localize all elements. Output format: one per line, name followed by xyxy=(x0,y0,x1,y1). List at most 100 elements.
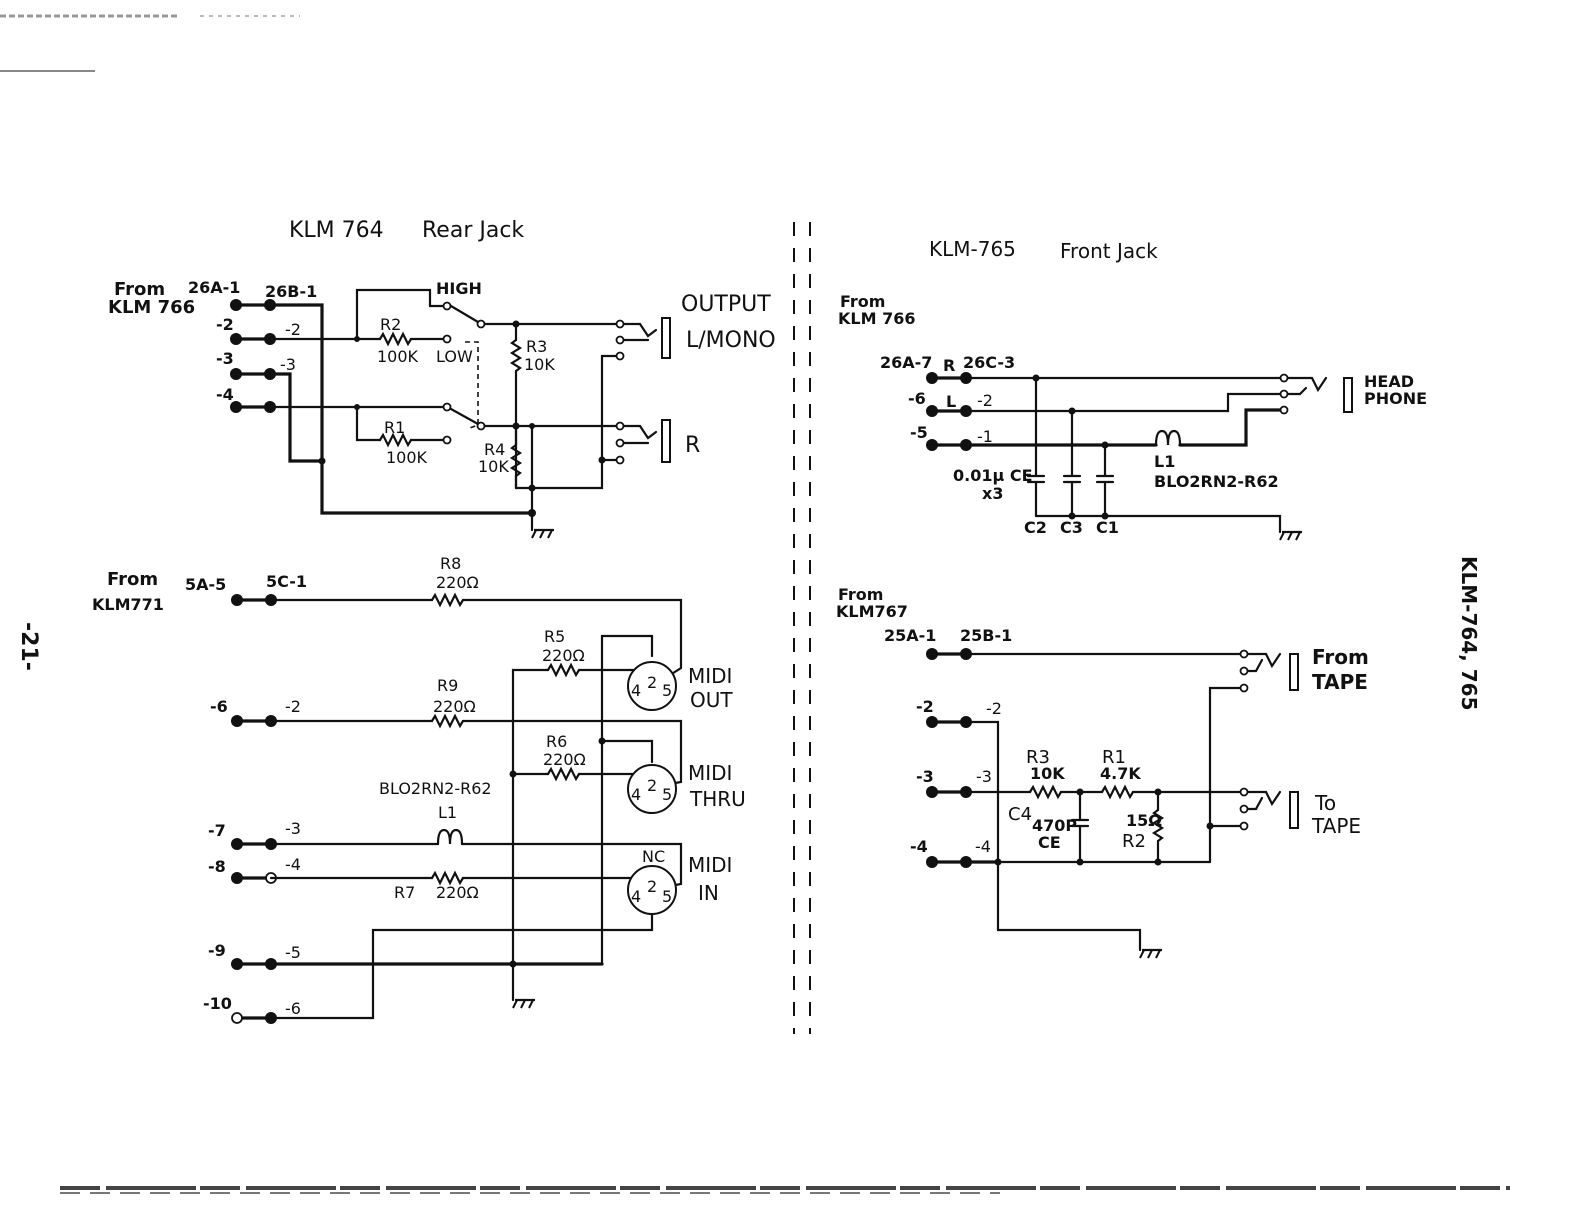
midi-thru-label: MIDI xyxy=(688,761,732,785)
resistor-r2-value: 100K xyxy=(377,347,419,366)
front-jack-section: KLM-765 Front Jack From KLM 766 26A-7 R … xyxy=(836,237,1427,960)
resistor-r4-value: 10K xyxy=(478,457,509,476)
connector-row xyxy=(926,648,972,868)
from-tape-label-2: TAPE xyxy=(1312,670,1368,694)
pin-label: -6 xyxy=(908,389,926,408)
pin-label: -3 xyxy=(976,767,992,786)
front-from-label: From xyxy=(840,292,885,311)
ground-symbol xyxy=(511,998,537,1010)
ground-symbol xyxy=(1138,948,1164,960)
pin-label: -10 xyxy=(203,994,232,1013)
inductor-l1-part: BLO2RN2-R62 xyxy=(379,779,492,798)
connector-5a-5: 5A-5 xyxy=(185,575,226,594)
cap-c2: C2 xyxy=(1024,518,1047,537)
cap-c4-value: 470P xyxy=(1032,816,1077,835)
ground-symbol xyxy=(530,528,556,540)
rear-title-board: KLM 764 xyxy=(289,218,384,243)
r-channel-label: R xyxy=(685,433,700,458)
jack-to-tape xyxy=(1239,787,1299,831)
rear-jack-section: KLM 764 Rear Jack From KLM 766 26A-1 26B… xyxy=(92,218,776,1024)
resistor-r8-value: 220Ω xyxy=(436,573,479,592)
lmono-label: L/MONO xyxy=(686,328,776,353)
connector-row xyxy=(231,594,277,1024)
tape-from-label: From xyxy=(838,585,883,604)
pin-label: -3 xyxy=(916,767,934,786)
rear-title-name: Rear Jack xyxy=(422,218,524,243)
midi-out-label: MIDI xyxy=(688,664,732,688)
connector-26b-1: 26B-1 xyxy=(265,282,317,301)
to-tape-label-2: TAPE xyxy=(1311,814,1361,838)
cap-multiplier: x3 xyxy=(982,484,1003,503)
pin-label: -4 xyxy=(910,837,928,856)
tape-from-source: KLM767 xyxy=(836,602,908,621)
resistor-r7: R7 xyxy=(394,883,415,902)
rear-from-label: From xyxy=(114,279,165,300)
pin-label: -1 xyxy=(977,427,993,446)
resistor-r3-value: 10K xyxy=(1030,764,1065,783)
cap-c4-type: CE xyxy=(1038,833,1061,852)
svg-text:2: 2 xyxy=(647,877,657,896)
cap-c1: C1 xyxy=(1096,518,1119,537)
resistor-r2-value: 15Ω xyxy=(1126,811,1162,830)
pin-label: -6 xyxy=(210,697,228,716)
pin-label: -7 xyxy=(208,821,226,840)
resistor-r3-value: 10K xyxy=(524,355,555,374)
resistor-r9-value: 220Ω xyxy=(433,697,476,716)
headphone-label: HEAD xyxy=(1364,372,1414,391)
pin-label: -8 xyxy=(208,857,226,876)
inductor-l1-part: BLO2RN2-R62 xyxy=(1154,472,1279,491)
svg-text:5: 5 xyxy=(662,785,672,804)
pin-label: -3 xyxy=(280,355,296,374)
connector-26a-7: 26A-7 xyxy=(880,353,932,372)
connector-row xyxy=(230,299,276,413)
pin-label: -4 xyxy=(975,837,991,856)
midi-in-din: 4 2 5 xyxy=(627,865,677,915)
midi-in-label-2: IN xyxy=(698,881,719,905)
resistor-r7-value: 220Ω xyxy=(436,883,479,902)
jack-output-r xyxy=(615,419,671,465)
connector-25a-1: 25A-1 xyxy=(884,626,936,645)
connector-5c-1: 5C-1 xyxy=(266,572,307,591)
svg-text:2: 2 xyxy=(647,776,657,795)
ground-symbol xyxy=(1278,530,1304,542)
resistor-r2: R2 xyxy=(1122,831,1146,852)
midi-out-din: 4 2 5 xyxy=(627,661,677,711)
pin-label: -3 xyxy=(285,819,301,838)
resistor-r6-value: 220Ω xyxy=(543,750,586,769)
midi-thru-label-2: THRU xyxy=(689,787,746,811)
jack-output-lmono xyxy=(615,317,671,361)
l-mark: L xyxy=(946,392,956,411)
to-tape-label: To xyxy=(1314,791,1336,815)
midi-from-label: From xyxy=(107,569,158,590)
pin-label: -9 xyxy=(208,941,226,960)
inductor-l1: L1 xyxy=(438,803,457,822)
midi-in-nc: NC xyxy=(642,847,665,866)
resistor-r5-value: 220Ω xyxy=(542,646,585,665)
cap-c3: C3 xyxy=(1060,518,1083,537)
pin-label: -5 xyxy=(910,423,928,442)
svg-text:4: 4 xyxy=(631,887,641,906)
resistor-r1-value: 100K xyxy=(386,448,428,467)
midi-in-label: MIDI xyxy=(688,853,732,877)
resistor-r9: R9 xyxy=(437,676,458,695)
pin-label: -2 xyxy=(977,391,993,410)
midi-out-label-2: OUT xyxy=(690,688,733,712)
pin-label: -3 xyxy=(216,349,234,368)
pin-label: -4 xyxy=(216,385,234,404)
from-tape-label: From xyxy=(1312,645,1369,669)
connector-26a-1: 26A-1 xyxy=(188,278,240,297)
resistor-r8: R8 xyxy=(440,554,461,573)
svg-text:4: 4 xyxy=(631,681,641,700)
switch-low-label: LOW xyxy=(436,347,473,366)
midi-thru-din: 4 2 5 xyxy=(627,764,677,814)
connector-26c-3: 26C-3 xyxy=(963,353,1015,372)
pin-label: -4 xyxy=(285,855,301,874)
pin-label: -2 xyxy=(285,320,301,339)
resistor-r4: R4 xyxy=(484,440,505,459)
front-title-board: KLM-765 xyxy=(929,237,1016,261)
cap-c4: C4 xyxy=(1008,804,1032,825)
center-divider xyxy=(793,222,811,1034)
r-mark: R xyxy=(943,356,955,375)
rear-from-source: KLM 766 xyxy=(108,297,195,318)
